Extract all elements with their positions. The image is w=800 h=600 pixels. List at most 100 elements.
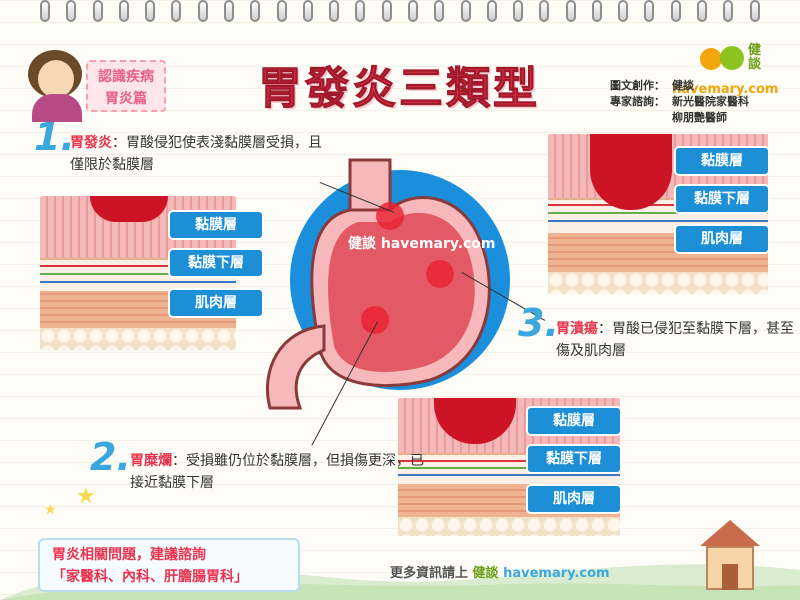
point-desc: ：受損雖仍位於黏膜層，但損傷更深，已接近黏膜下層 [130, 453, 424, 491]
vessel-line-red [548, 204, 768, 207]
logo-brand-text: 健談 [748, 43, 762, 72]
binder-ring [118, 0, 129, 22]
vessel-line-red [398, 460, 620, 463]
credit-value: 柳朋艷醫師 [672, 111, 727, 124]
label-submucosa: 黏膜下層 [676, 186, 768, 212]
advice-box: 胃炎相關問題，建議諮詢 「家醫科、內科、肝膽腸胃科」 [38, 538, 300, 592]
avatar-body [32, 94, 82, 122]
star-icon: ★ [76, 484, 96, 509]
binder-ring [407, 0, 418, 22]
logo-url: havemary.com [672, 82, 779, 97]
stomach-watermark: 健談 havemary.com [348, 236, 496, 252]
vessel-line-blue [40, 280, 236, 283]
binder-rings [40, 0, 760, 26]
credit-key: 圖文創作： [610, 79, 665, 92]
lesion-spot [361, 306, 389, 334]
vessel-line-green [548, 212, 768, 215]
lesion-spot [376, 202, 404, 230]
label-muscle: 肌肉層 [528, 486, 620, 512]
point-number: 3. [518, 301, 559, 345]
house-icon [700, 520, 760, 590]
point-ulcer: 3. 胃潰瘍：胃酸已侵犯至黏膜下層，甚至傷及肌肉層 [518, 304, 796, 362]
credit-value: 健談 [672, 79, 694, 92]
lesion-spot [426, 260, 454, 288]
point-name: 胃潰瘍 [556, 321, 598, 337]
binder-ring [749, 0, 760, 22]
credit-value: 新光醫院家醫科 [672, 95, 749, 108]
credit-key [610, 110, 672, 126]
vessel-line-green [40, 273, 236, 275]
label-muscle: 肌肉層 [676, 226, 768, 252]
binder-ring [223, 0, 234, 22]
credit-row: 專家諮詢：新光醫院家醫科 [610, 94, 749, 110]
point-number: 1. [34, 115, 75, 159]
credits: 圖文創作： 健談 專家諮詢：新光醫院家醫科 柳朋艷醫師 [610, 78, 749, 126]
credit-row: 圖文創作： 健談 [610, 78, 749, 94]
binder-ring [197, 0, 208, 22]
more-info-brand: 健談 [472, 566, 499, 581]
stomach-illustration [265, 158, 510, 410]
binder-ring [92, 0, 103, 22]
binder-ring [513, 0, 524, 22]
brand-logo: 健談 [700, 44, 761, 74]
binder-ring [171, 0, 182, 22]
logo-green-dot [720, 46, 744, 70]
label-muscle: 肌肉層 [170, 290, 262, 316]
tissue-diagram-gastritis [40, 196, 236, 350]
label-mucosa: 黏膜層 [528, 408, 620, 434]
more-info-url: havemary.com [503, 566, 610, 581]
topic-tag: 認識疾病 胃炎篇 [86, 60, 166, 112]
point-erosion: 2. 胃糜爛：受損雖仍位於黏膜層，但損傷更深，已接近黏膜下層 [90, 438, 430, 494]
binder-ring [66, 0, 77, 22]
point-gastritis: 1. 胃發炎：胃酸侵犯使表淺黏膜層受損，且僅限於黏膜層 [34, 118, 330, 176]
binder-ring [460, 0, 471, 22]
point-desc: ：胃酸已侵犯至黏膜下層，甚至傷及肌肉層 [556, 321, 794, 359]
binder-ring [329, 0, 340, 22]
advice-line2: 「家醫科、內科、肝膽腸胃科」 [52, 569, 248, 585]
avatar-face [38, 60, 74, 98]
duodenum [265, 324, 326, 410]
binder-ring [565, 0, 576, 22]
binder-ring [40, 0, 50, 22]
binder-ring [145, 0, 156, 22]
more-info: 更多資訊請上 健談 havemary.com [390, 562, 610, 581]
binder-ring [276, 0, 287, 22]
logo-orange-dot [700, 48, 722, 70]
binder-ring [591, 0, 602, 22]
lesion-deep [590, 134, 672, 210]
label-mucosa: 黏膜層 [170, 212, 262, 238]
binder-ring [670, 0, 681, 22]
house-door [722, 564, 738, 590]
credit-row: 柳朋艷醫師 [610, 110, 749, 126]
binder-ring [250, 0, 261, 22]
stomach-inner [328, 212, 475, 372]
binder-ring [434, 0, 445, 22]
binder-ring [539, 0, 550, 22]
vessel-line-red [40, 265, 236, 268]
star-icon: ★ [44, 502, 57, 518]
binder-ring [486, 0, 497, 22]
fat-layer [398, 516, 620, 536]
binder-ring [302, 0, 313, 22]
topic-tag-line2: 胃炎篇 [105, 91, 147, 107]
label-mucosa: 黏膜層 [676, 148, 768, 174]
doctor-avatar [28, 50, 90, 122]
point-name: 胃糜爛 [130, 453, 172, 469]
point-number: 2. [90, 435, 131, 479]
vessel-line-blue [548, 220, 768, 223]
advice-line1: 胃炎相關問題，建議諮詢 [52, 547, 206, 563]
more-info-prefix: 更多資訊請上 [390, 566, 469, 581]
page-title: 胃發炎三類型 [258, 63, 540, 115]
lesion-shallow [90, 196, 168, 222]
binder-ring [355, 0, 366, 22]
topic-tag-line1: 認識疾病 [98, 69, 154, 85]
binder-ring [697, 0, 708, 22]
label-submucosa: 黏膜下層 [528, 446, 620, 472]
point-name: 胃發炎 [70, 135, 112, 151]
binder-ring [723, 0, 734, 22]
house-roof [700, 520, 760, 546]
binder-ring [381, 0, 392, 22]
point-desc: ：胃酸侵犯使表淺黏膜層受損，且僅限於黏膜層 [70, 135, 322, 173]
vessel-line-blue [398, 473, 620, 476]
label-submucosa: 黏膜下層 [170, 250, 262, 276]
